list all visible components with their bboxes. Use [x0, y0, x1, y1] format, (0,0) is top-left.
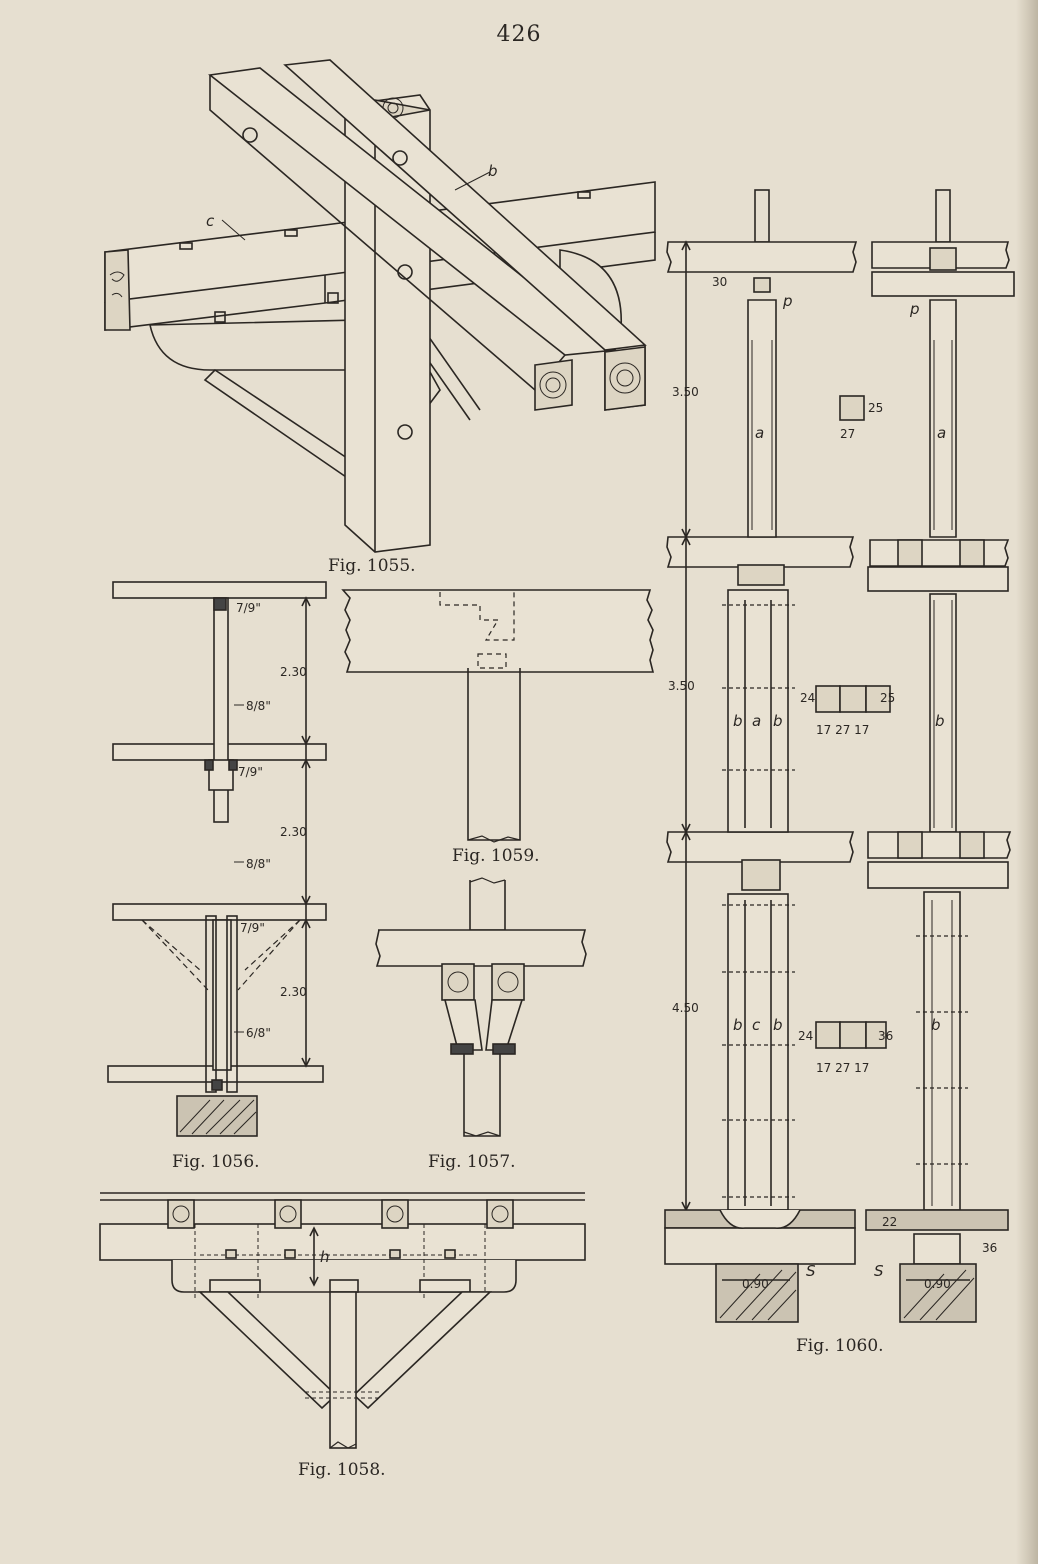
fig1060-dim-h2: 3.50: [668, 679, 695, 693]
fig1060-label-b6: b: [931, 1016, 941, 1034]
fig-1058-drawing: [99, 1192, 586, 1449]
fig-1059-drawing: [341, 589, 655, 843]
fig1056-size-3: 7/9": [238, 765, 263, 779]
page-edge: [1016, 0, 1038, 1564]
fig-1060-left-drawing: [664, 189, 891, 1323]
fig1056-caption: Fig. 1056.: [172, 1152, 260, 1172]
fig-1055-drawing: [104, 59, 656, 553]
fig1055-label-b: b: [488, 162, 498, 180]
fig1059-caption: Fig. 1059.: [452, 846, 540, 866]
fig1060-label-b2: b: [773, 712, 783, 730]
fig1060-label-c: c: [752, 1016, 761, 1034]
fig1060-label-a: a: [755, 424, 764, 442]
fig1060-sec2-r: 25: [880, 691, 895, 705]
fig1060-dim-h3: 4.50: [672, 1001, 699, 1015]
fig1056-dim-1: 2.30: [280, 665, 307, 679]
fig1057-caption: Fig. 1057.: [428, 1152, 516, 1172]
fig1055-caption: Fig. 1055.: [328, 556, 416, 576]
fig1060-label-a2: a: [937, 424, 946, 442]
fig1060-dim-base2: 0.90: [924, 1277, 951, 1291]
fig1060-sec2-bottom: 17 27 17: [816, 723, 869, 737]
fig-1060-right-drawing: [865, 189, 1015, 1323]
fig1060-label-b5: b: [773, 1016, 783, 1034]
fig1060-label-b4: b: [733, 1016, 743, 1034]
fig1060-sec3-r: 36: [878, 1029, 893, 1043]
fig1056-dim-3: 2.30: [280, 985, 307, 999]
fig1056-size-2: 8/8": [246, 699, 271, 713]
fig1060-label-s: S: [806, 1262, 816, 1280]
fig1060-sec1-h: 27: [840, 427, 855, 441]
fig1060-caption: Fig. 1060.: [796, 1336, 884, 1356]
fig1060-dim-top: 30: [712, 275, 727, 289]
fig1060-dim-base: 0.90: [742, 1277, 769, 1291]
page-number: 426: [496, 22, 542, 47]
fig1056-size-5: 7/9": [240, 921, 265, 935]
fig-1057-drawing: [375, 877, 587, 1137]
fig1060-sec3-bottom: 17 27 17: [816, 1061, 869, 1075]
fig1060-label-b3: b: [935, 712, 945, 730]
fig1060-dim-slab: 22: [882, 1215, 897, 1229]
fig1060-label-b1: b: [733, 712, 743, 730]
fig1056-size-6: 6/8": [246, 1026, 271, 1040]
fig1060-label-p2: p: [909, 300, 920, 318]
fig1060-sec3-l: 24: [798, 1029, 813, 1043]
fig1056-size-1: 7/9": [236, 601, 261, 615]
fig1056-size-4: 8/8": [246, 857, 271, 871]
fig1060-label-s2: S: [874, 1262, 884, 1280]
fig1055-label-c: c: [206, 212, 215, 230]
fig1060-dim-side: 36: [982, 1241, 997, 1255]
fig1060-sec1-w: 25: [868, 401, 883, 415]
fig1060-label-a3: a: [752, 712, 761, 730]
fig1056-dim-2: 2.30: [280, 825, 307, 839]
fig1058-label-h: h: [320, 1248, 330, 1266]
fig1060-label-p: p: [782, 292, 793, 310]
fig1060-dim-h1: 3.50: [672, 385, 699, 399]
fig-1056-drawing: [107, 581, 327, 1137]
fig1058-caption: Fig. 1058.: [298, 1460, 386, 1480]
fig1060-sec2-l: 24: [800, 691, 815, 705]
